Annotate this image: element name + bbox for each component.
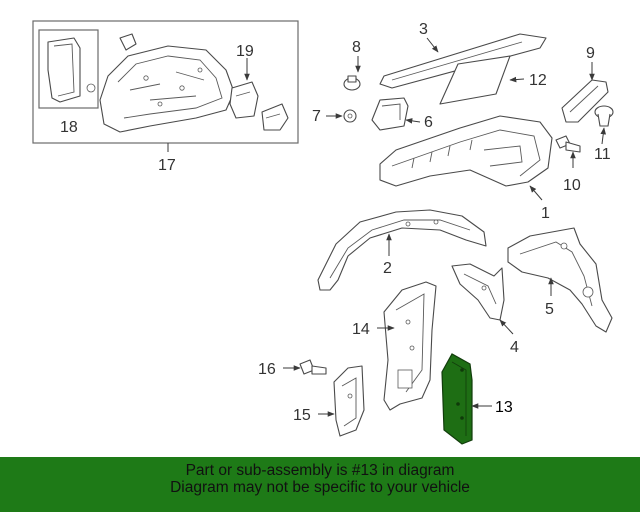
part-11-shape[interactable]: [594, 105, 614, 127]
callout-19: 19: [236, 43, 254, 60]
info-banner: Part or sub-assembly is #13 in diagram D…: [0, 457, 640, 512]
callout-1: 1: [541, 205, 550, 222]
banner-line-2: Diagram may not be specific to your vehi…: [170, 479, 470, 496]
callout-14: 14: [352, 321, 370, 338]
callout-7: 7: [312, 108, 321, 125]
callout-4: 4: [510, 339, 519, 356]
callout-15: 15: [293, 407, 311, 424]
part-2-shape[interactable]: [317, 209, 487, 291]
part-14-shape[interactable]: [383, 281, 437, 411]
callout-10: 10: [563, 177, 581, 194]
callout-12: 12: [529, 72, 547, 89]
part-4-shape[interactable]: [451, 263, 505, 321]
parts-diagram: 1 2 3 4 5 6 7 8 9 10 11 12 13 14 15 16 1…: [32, 20, 614, 445]
part-15-shape[interactable]: [333, 365, 365, 437]
part-7-shape[interactable]: [343, 109, 357, 123]
sub-box-18: [38, 29, 99, 109]
leader-lines: [167, 37, 606, 417]
part-1-shape[interactable]: [379, 115, 553, 187]
banner-line-1: Part or sub-assembly is #13 in diagram: [185, 462, 455, 479]
callout-labels: 1 2 3 4 5 6 7 8 9 10 11 12 13 14 15 16 1…: [60, 21, 611, 424]
part-18-shape[interactable]: [47, 37, 96, 103]
part-17-shape[interactable]: [99, 33, 235, 133]
part-3-shape[interactable]: [379, 33, 547, 89]
callout-6: 6: [424, 114, 433, 131]
callout-17: 17: [158, 157, 176, 174]
callout-8: 8: [352, 39, 361, 56]
callout-3: 3: [419, 21, 428, 38]
assembly-box-17: [32, 20, 299, 144]
part-6-shape[interactable]: [371, 97, 409, 131]
part-16-shape[interactable]: [299, 359, 327, 375]
callout-9: 9: [586, 45, 595, 62]
part-19-shape[interactable]: [229, 81, 289, 131]
callout-2: 2: [383, 260, 392, 277]
callout-13: 13: [495, 399, 513, 416]
callout-18: 18: [60, 119, 78, 136]
part-5-shape[interactable]: [507, 227, 613, 333]
part-12-shape[interactable]: [439, 55, 511, 105]
callout-16: 16: [258, 361, 276, 378]
callout-5: 5: [545, 301, 554, 318]
part-13-highlighted-shape[interactable]: [441, 353, 473, 445]
callout-11: 11: [594, 146, 611, 163]
part-10-shape[interactable]: [555, 135, 581, 153]
part-8-shape[interactable]: [343, 75, 361, 91]
